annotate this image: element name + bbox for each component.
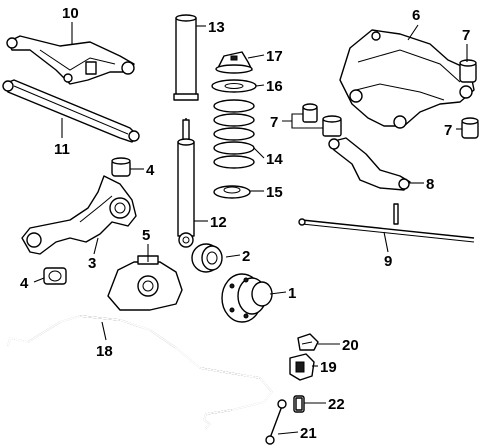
part-shock-absorber[interactable] bbox=[177, 118, 195, 248]
part-wheel-carrier[interactable] bbox=[21, 175, 137, 255]
part-spring-pad-upper[interactable] bbox=[211, 79, 257, 93]
callout-3: 3 bbox=[88, 255, 96, 272]
part-mount-bracket[interactable] bbox=[107, 255, 183, 311]
part-upper-control-arm[interactable] bbox=[6, 35, 135, 85]
part-bushing-top-right[interactable] bbox=[459, 59, 477, 83]
part-bar-bushing[interactable] bbox=[297, 333, 319, 351]
callout-15: 15 bbox=[266, 184, 283, 201]
callout-7-right: 7 bbox=[444, 122, 452, 139]
part-coil-spring[interactable] bbox=[213, 99, 255, 169]
callout-17: 17 bbox=[266, 48, 283, 65]
part-knuckle-bushing-lower[interactable] bbox=[43, 267, 67, 285]
callout-1: 1 bbox=[288, 285, 296, 302]
callout-19: 19 bbox=[320, 359, 337, 376]
callout-4-lower: 4 bbox=[20, 275, 29, 292]
callout-6: 6 bbox=[412, 7, 420, 24]
callout-9: 9 bbox=[384, 253, 392, 270]
part-bushing-bracket[interactable] bbox=[289, 353, 315, 381]
callout-22: 22 bbox=[328, 396, 345, 413]
callout-labels: 10 11 13 17 16 14 15 12 6 7 7 7 8 9 4 3 … bbox=[20, 5, 470, 442]
leader-lines bbox=[33, 22, 468, 435]
part-stabilizer-rod[interactable] bbox=[298, 203, 475, 243]
part-stabilizer-link[interactable] bbox=[265, 399, 287, 445]
part-link-bushing[interactable] bbox=[293, 395, 305, 413]
part-bushing-left-pair[interactable] bbox=[302, 103, 342, 137]
callout-21: 21 bbox=[300, 425, 317, 442]
callout-5: 5 bbox=[142, 227, 150, 244]
callout-12: 12 bbox=[210, 214, 227, 231]
part-spring-pad-lower[interactable] bbox=[213, 185, 251, 199]
part-spring-upper-mount[interactable] bbox=[215, 51, 253, 74]
part-wheel-bearing[interactable] bbox=[191, 243, 223, 273]
part-subframe[interactable] bbox=[339, 29, 475, 129]
part-stabilizer-bar[interactable] bbox=[7, 315, 274, 429]
callout-11: 11 bbox=[54, 141, 70, 158]
callout-18: 18 bbox=[96, 343, 113, 360]
callout-20: 20 bbox=[342, 337, 359, 354]
callout-7-left: 7 bbox=[270, 114, 278, 131]
callout-2: 2 bbox=[242, 248, 250, 265]
callout-14: 14 bbox=[266, 151, 283, 168]
callout-10: 10 bbox=[62, 5, 79, 22]
part-lateral-link[interactable] bbox=[2, 79, 140, 143]
callout-8: 8 bbox=[426, 176, 434, 193]
part-trailing-arm[interactable] bbox=[328, 137, 411, 191]
callout-13: 13 bbox=[208, 19, 225, 36]
part-shock-boot[interactable] bbox=[173, 14, 199, 101]
callout-16: 16 bbox=[266, 78, 283, 95]
part-bushing-right[interactable] bbox=[461, 117, 479, 139]
callout-7-top: 7 bbox=[462, 27, 470, 44]
part-wheel-hub[interactable] bbox=[221, 273, 273, 323]
callout-4-upper: 4 bbox=[146, 162, 155, 179]
part-knuckle-bushing-upper[interactable] bbox=[111, 157, 131, 177]
